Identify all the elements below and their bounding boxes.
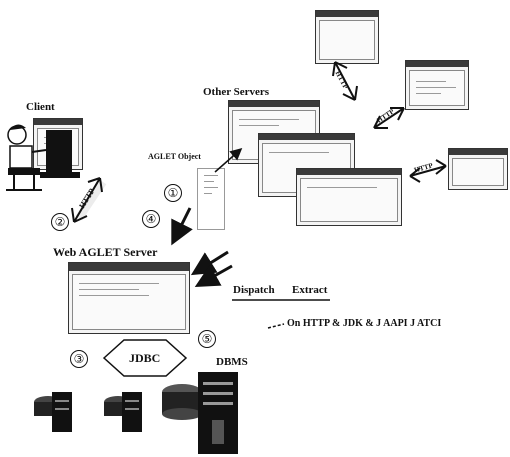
database-server-1 — [34, 392, 72, 432]
arrow-to-web-server — [174, 208, 190, 240]
extract-arrow — [200, 266, 232, 284]
aglet-link-arrow — [215, 150, 240, 172]
client-user-icon — [6, 124, 80, 190]
dispatch-label: Dispatch — [233, 284, 275, 296]
step-3-marker: ③ — [70, 350, 88, 368]
step-4-marker: ④ — [142, 210, 160, 228]
platform-pointer — [268, 324, 284, 328]
dispatch-arrow — [196, 252, 228, 272]
aglet-object-label: AGLET Object — [148, 152, 201, 161]
extract-label: Extract — [292, 284, 327, 296]
step-2-marker: ② — [51, 213, 69, 231]
step-1-marker: ① — [164, 184, 182, 202]
database-server-2 — [104, 392, 142, 432]
jdbc-label: JDBC — [129, 351, 160, 366]
platform-label: On HTTP & JDK & J AAPI J ATCI — [287, 318, 441, 329]
client-label: Client — [26, 101, 55, 113]
step-5-marker: ⑤ — [198, 330, 216, 348]
database-server-main — [162, 372, 238, 454]
web-aglet-server-label: Web AGLET Server — [53, 245, 157, 260]
dbms-label: DBMS — [216, 356, 248, 368]
other-servers-label: Other Servers — [203, 86, 269, 98]
